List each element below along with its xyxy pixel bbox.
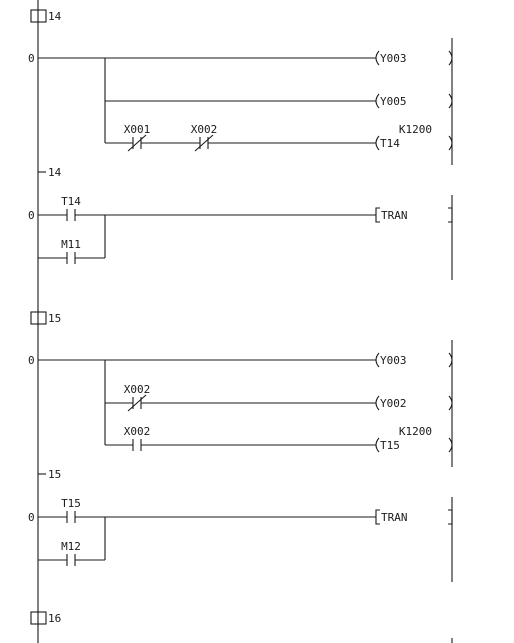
contact-t15-label: T15: [61, 497, 81, 510]
coil-y003-label: Y003: [380, 52, 407, 65]
coil-left-paren: [375, 352, 380, 368]
coil-right-paren: [448, 93, 453, 109]
contact-nc-slash: [127, 394, 147, 412]
transfer-label: 15: [48, 468, 61, 481]
contact-t14-label: T14: [61, 195, 81, 208]
coil-y005[interactable]: Y005: [375, 93, 453, 109]
step-label: 15: [48, 312, 61, 325]
coil-t15-param: K1200: [399, 425, 432, 438]
step-box-14[interactable]: [30, 9, 47, 23]
coil-left-paren: [375, 135, 380, 151]
coil-right-paren: [448, 135, 453, 151]
contact-x001-label: X001: [124, 123, 151, 136]
contact-t15[interactable]: T15: [61, 497, 81, 523]
contact-m11[interactable]: M11: [61, 238, 81, 264]
step-number: 0: [28, 209, 35, 222]
transfer-label: 14: [48, 166, 62, 179]
coil-y003[interactable]: Y003: [375, 50, 453, 66]
step-number: 0: [28, 511, 35, 524]
coil-t14-label: T14: [380, 137, 400, 150]
contact-t14[interactable]: T14: [61, 195, 81, 221]
coil-left-paren: [375, 395, 380, 411]
tran-left-bracket: [375, 509, 380, 525]
coil-y003-label: Y003: [380, 354, 407, 367]
tran-instruction[interactable]: TRAN: [375, 207, 453, 223]
contact-nc-slash: [127, 134, 147, 152]
contact-x002[interactable]: X002: [191, 123, 218, 152]
tran-instruction[interactable]: TRAN: [375, 509, 453, 525]
tran-right-bracket: [448, 207, 453, 223]
step-box-16[interactable]: [30, 611, 47, 625]
contact-x002[interactable]: X002: [124, 383, 151, 412]
contact-x002-label: X002: [124, 425, 151, 438]
tran-instruction-label: TRAN: [381, 511, 408, 524]
contact-m12-label: M12: [61, 540, 81, 553]
coil-right-paren: [448, 352, 453, 368]
coil-t14-param: K1200: [399, 123, 432, 136]
contact-nc-slash: [194, 134, 214, 152]
coil-left-paren: [375, 437, 380, 453]
coil-left-paren: [375, 93, 380, 109]
step-label: 16: [48, 612, 61, 625]
step-box-15[interactable]: [30, 311, 47, 325]
contact-x002[interactable]: X002: [124, 425, 151, 451]
tran-left-bracket: [375, 207, 380, 223]
coil-left-paren: [375, 50, 380, 66]
coil-y002[interactable]: Y002: [375, 395, 453, 411]
coil-y002-label: Y002: [380, 397, 407, 410]
contact-m11-label: M11: [61, 238, 81, 251]
coil-right-paren: [448, 437, 453, 453]
contact-x002-label: X002: [124, 383, 151, 396]
coil-right-paren: [448, 395, 453, 411]
coil-right-paren: [448, 50, 453, 66]
coil-y003[interactable]: Y003: [375, 352, 453, 368]
step-number: 0: [28, 354, 35, 367]
coil-t15-label: T15: [380, 439, 400, 452]
contact-m12[interactable]: M12: [61, 540, 81, 566]
contact-x002-label: X002: [191, 123, 218, 136]
tran-instruction-label: TRAN: [381, 209, 408, 222]
step-label: 14: [48, 10, 62, 23]
tran-right-bracket: [448, 509, 453, 525]
coil-y005-label: Y005: [380, 95, 407, 108]
step-number: 0: [28, 52, 35, 65]
contact-x001[interactable]: X001: [124, 123, 151, 152]
